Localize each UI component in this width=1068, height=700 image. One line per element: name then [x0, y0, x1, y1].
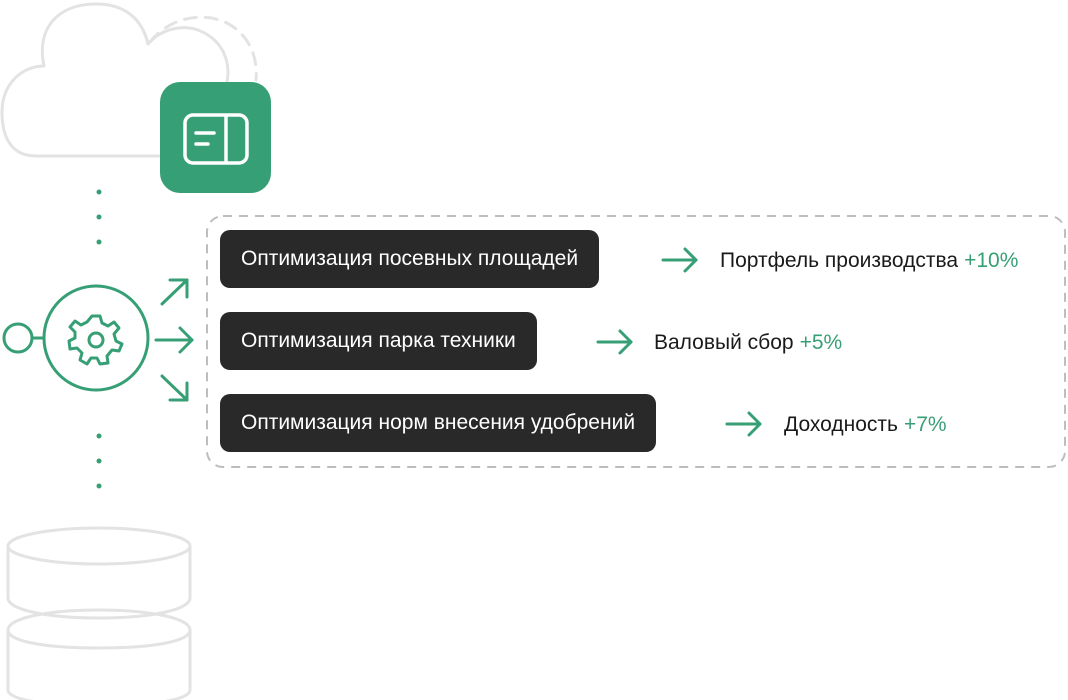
result-1: Портфель производства+10%	[720, 248, 1018, 274]
cloud-outline-icon	[0, 2, 230, 158]
result-arrow-icon-3	[725, 411, 762, 437]
gear-icon	[67, 314, 124, 366]
result-2: Валовый сбор+5%	[654, 330, 842, 356]
result-3: Доходность+7%	[784, 412, 947, 438]
dashed-frame	[206, 215, 1066, 468]
app-tile	[160, 82, 271, 193]
fanout-arrows	[154, 278, 194, 402]
result-delta-3: +7%	[903, 413, 947, 436]
optimization-pill-1: Оптимизация посевных площадей	[220, 230, 600, 288]
result-delta-2: +5%	[799, 331, 843, 354]
result-label-2: Валовый сбор	[654, 331, 794, 354]
optimization-pill-3: Оптимизация норм внесения удобрений	[220, 394, 657, 452]
result-label-3: Доходность	[784, 413, 898, 436]
optimization-pill-2: Оптимизация парка техники	[220, 312, 537, 370]
result-arrow-icon-2	[596, 329, 633, 355]
database-icon	[6, 526, 192, 700]
app-panel-icon	[183, 113, 249, 165]
input-node	[2, 322, 34, 354]
result-arrow-icon-1	[661, 247, 698, 273]
dotted-connector-lower	[96, 433, 102, 489]
dashed-circle-outline	[148, 15, 258, 82]
engine-node	[42, 284, 150, 392]
result-delta-1: +10%	[964, 249, 1019, 272]
result-label-1: Портфель производства	[720, 249, 959, 272]
dotted-connector-upper	[96, 189, 102, 245]
